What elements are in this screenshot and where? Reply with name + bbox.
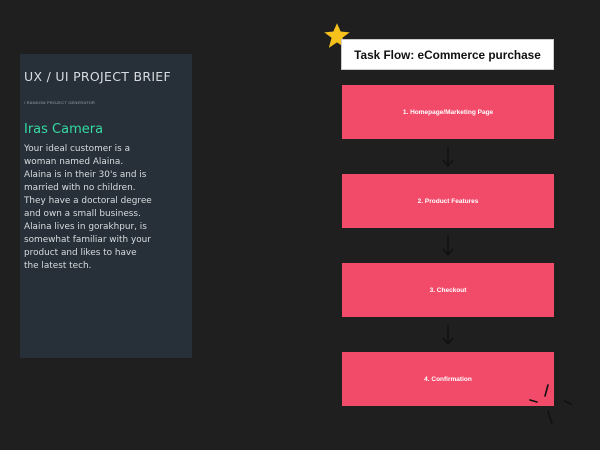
brief-subtitle: / RANDOM PROJECT GENERATOR bbox=[24, 100, 95, 105]
project-brief-panel: UX / UI PROJECT BRIEF / RANDOM PROJECT G… bbox=[20, 54, 192, 358]
task-flow-title: Task Flow: eCommerce purchase bbox=[341, 39, 554, 70]
step-box-confirmation: 4. Confirmation bbox=[342, 352, 554, 406]
arrow-down-icon bbox=[442, 147, 454, 168]
sparkle-icon bbox=[529, 384, 572, 425]
brief-description: Your ideal customer is a woman named Ala… bbox=[24, 144, 152, 271]
brief-title: UX / UI PROJECT BRIEF bbox=[24, 69, 171, 84]
arrow-down-icon bbox=[442, 325, 454, 346]
step-box-homepage: 1. Homepage/Marketing Page bbox=[342, 85, 554, 139]
step-box-product-features: 2. Product Features bbox=[342, 174, 554, 228]
brief-product-name: Iras Camera bbox=[24, 122, 104, 137]
step-box-checkout: 3. Checkout bbox=[342, 263, 554, 317]
arrow-down-icon bbox=[442, 236, 454, 257]
